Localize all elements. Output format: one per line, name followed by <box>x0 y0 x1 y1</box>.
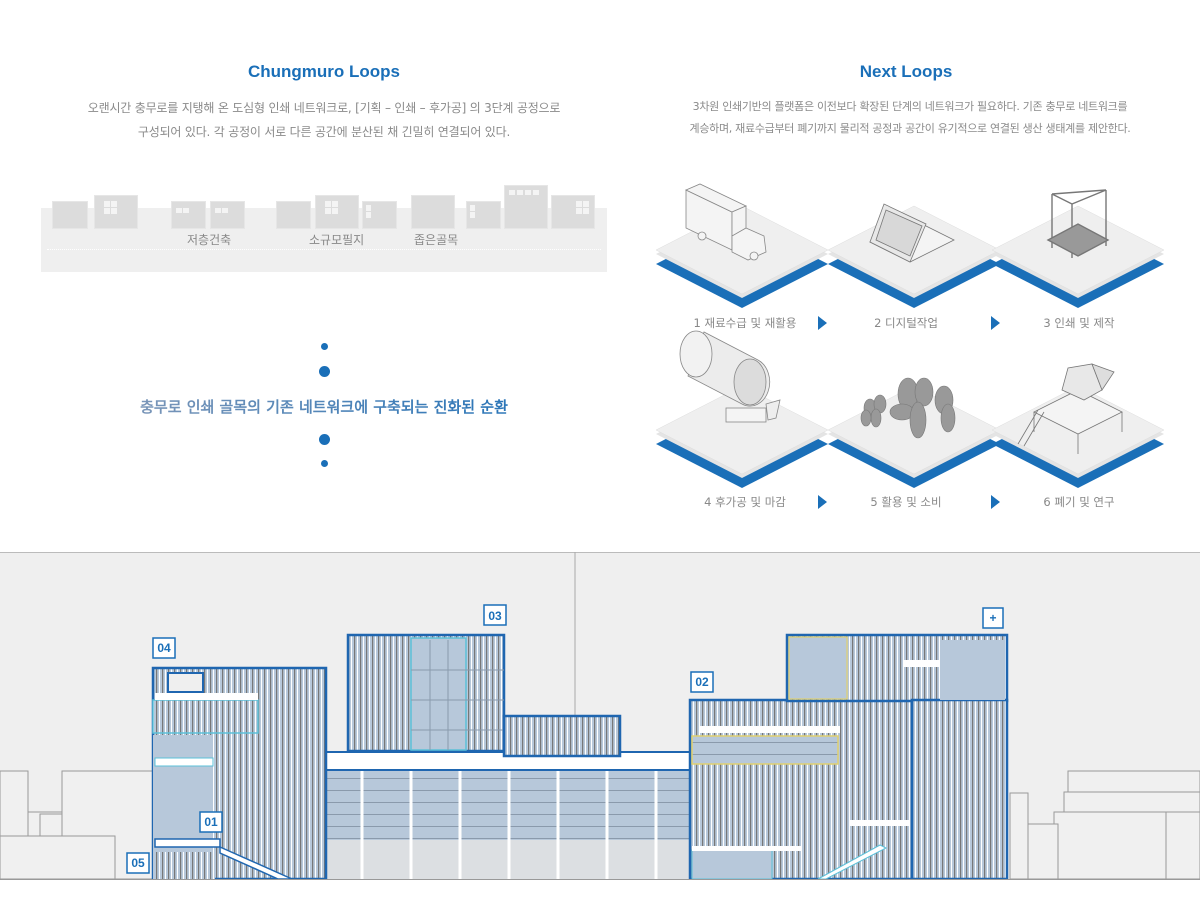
street-dotted-line <box>47 249 601 250</box>
street-label-low-rise: 저층건축 <box>187 233 232 247</box>
tag-04-label: 04 <box>157 641 171 655</box>
platform-truck <box>655 183 829 309</box>
balloon-dog-icon <box>860 377 956 439</box>
low-building <box>94 195 138 229</box>
arrow-right-icon <box>991 495 1000 509</box>
step-label-5: 5 활용 및 소비 <box>870 495 942 509</box>
arrow-right-icon <box>818 495 827 509</box>
tag-01-label: 01 <box>204 815 218 829</box>
building-elevation: 04 03 02 + 01 05 <box>0 552 1200 900</box>
building-windows <box>104 190 589 218</box>
chungmuro-loops-title: Chungmuro Loops <box>247 62 401 81</box>
tag-03[interactable]: 03 <box>483 604 507 626</box>
neighbor-buildings <box>0 770 1200 880</box>
recycling-plant-icon <box>1017 363 1123 454</box>
street-label-small-lot: 소규모필지 <box>309 233 365 247</box>
small-lot-building <box>276 201 311 229</box>
platform-recycling <box>991 363 1165 489</box>
description-line: 계승하며, 재료수급부터 폐기까지 물리적 공정과 공간이 유기적으로 연결된 … <box>689 122 1131 135</box>
tank-machine-icon <box>679 330 781 423</box>
step-label-1: 1 재료수급 및 재활용 <box>693 316 797 330</box>
dot-marker <box>321 460 328 467</box>
tag-05[interactable]: 05 <box>126 852 150 874</box>
step-label-6: 6 폐기 및 연구 <box>1043 495 1115 509</box>
process-platforms <box>655 183 1165 489</box>
tag-02[interactable]: 02 <box>690 671 714 693</box>
next-loops-description: 3차원 인쇄기반의 플랫폼은 이전보다 확장된 단계의 네트워크가 필요하다. … <box>630 96 1190 140</box>
network-tagline: 충무로 인쇄 골목의 기존 네트워크에 구축되는 진화된 순환 <box>60 396 588 417</box>
alley-building <box>411 195 455 229</box>
low-building <box>210 201 245 229</box>
step-label-2: 2 디지털작업 <box>874 316 938 330</box>
low-building <box>171 201 206 229</box>
step-label-4: 4 후가공 및 마감 <box>704 495 786 509</box>
platform-printer <box>991 189 1165 309</box>
tag-02-label: 02 <box>695 675 709 689</box>
tower-04 <box>151 666 328 881</box>
tag-01[interactable]: 01 <box>199 811 223 833</box>
arrow-right-icon <box>818 316 827 330</box>
tag-plus-label: + <box>989 611 996 625</box>
street-label-narrow-alley: 좁은골목 <box>414 233 459 247</box>
tower-03 <box>346 633 622 758</box>
chungmuro-description: 오랜시간 충무로를 지탱해 온 도심형 인쇄 네트워크로, [기획 – 인쇄 –… <box>20 96 628 144</box>
platform-laptop <box>827 203 1001 309</box>
dot-marker <box>319 366 330 377</box>
description-line: 오랜시간 충무로를 지탱해 온 도심형 인쇄 네트워크로, [기획 – 인쇄 –… <box>87 101 561 115</box>
tag-plus[interactable]: + <box>982 607 1004 629</box>
arrow-right-icon <box>991 316 1000 330</box>
3d-printer-icon <box>1046 189 1110 258</box>
tower-plus <box>785 633 1009 881</box>
description-line: 3차원 인쇄기반의 플랫폼은 이전보다 확장된 단계의 네트워크가 필요하다. … <box>692 100 1128 113</box>
next-loops-title: Next Loops <box>859 62 953 81</box>
platform-balloon <box>827 377 1001 489</box>
low-building <box>52 201 88 229</box>
dot-marker <box>319 434 330 445</box>
platform-tank <box>655 330 829 489</box>
truck-icon <box>685 183 767 261</box>
tag-03-label: 03 <box>488 609 502 623</box>
tag-05-label: 05 <box>131 856 145 870</box>
dot-marker <box>321 343 328 350</box>
laptop-icon <box>869 203 955 263</box>
tag-04[interactable]: 04 <box>152 637 176 659</box>
description-line: 구성되어 있다. 각 공정이 서로 다른 공간에 분산된 채 긴밀히 연결되어 … <box>137 125 511 139</box>
step-label-3: 3 인쇄 및 제작 <box>1043 316 1115 330</box>
